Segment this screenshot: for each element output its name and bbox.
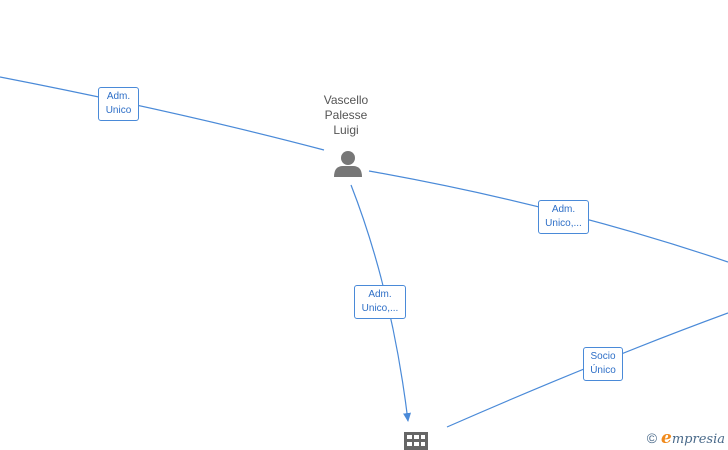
edge-label-adm-unico-down[interactable]: Adm. Unico,...: [354, 285, 406, 319]
edge-label-adm-unico[interactable]: Adm. Unico: [98, 87, 139, 121]
copyright-symbol: ©: [646, 430, 658, 446]
person-icon[interactable]: [334, 151, 362, 177]
brand-watermark: © empresia: [647, 428, 725, 448]
person-name-label: Vascello Palesse Luigi: [298, 93, 394, 138]
edge-label-socio-unico[interactable]: Socio Único: [583, 347, 623, 381]
building-icon[interactable]: [404, 432, 428, 450]
person-name-line: Vascello: [323, 93, 369, 107]
edge-label-adm-unico-right[interactable]: Adm. Unico,...: [538, 200, 589, 234]
empresia-logo: empresia: [661, 428, 725, 448]
edge-left-to-person: [0, 76, 325, 151]
person-name-line: Luigi: [333, 123, 359, 137]
person-name-line: Palesse: [324, 108, 368, 122]
